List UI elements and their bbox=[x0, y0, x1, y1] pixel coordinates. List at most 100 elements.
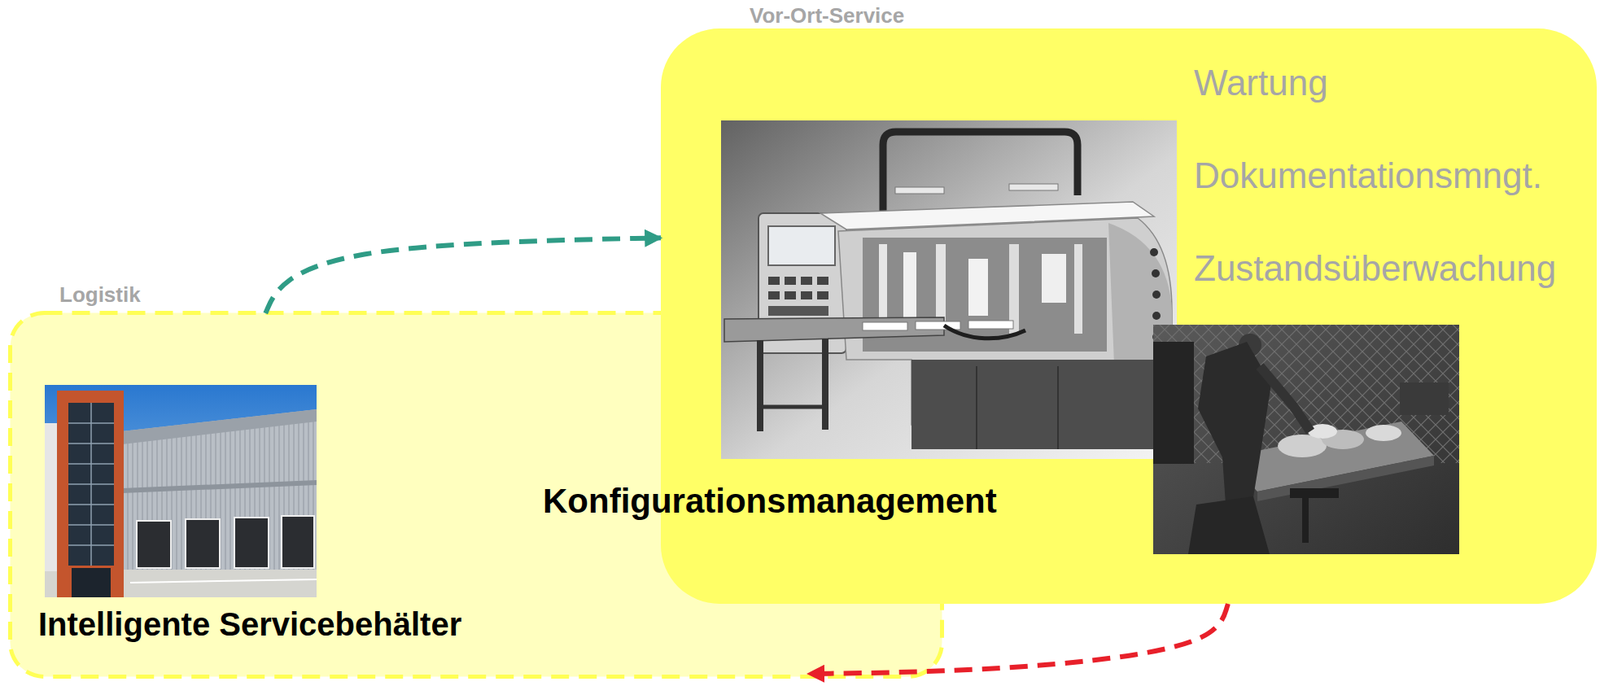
machine-photo-part bbox=[862, 322, 908, 331]
warehouse-photo-part bbox=[68, 503, 114, 506]
machine-photo-part bbox=[878, 244, 888, 334]
text-slot: Intelligente Servicebehälter bbox=[38, 605, 462, 643]
warehouse-photo-part bbox=[68, 483, 114, 486]
warehouse-photo-part bbox=[68, 422, 114, 425]
machine-photo-part bbox=[1057, 366, 1059, 450]
warehouse-photo-part bbox=[44, 384, 317, 598]
service-item: Zustandsüberwachung bbox=[1193, 248, 1557, 290]
worker-photo-part bbox=[1188, 496, 1270, 555]
machine-photo-part bbox=[968, 258, 988, 316]
machine-photo-part bbox=[895, 187, 945, 194]
machine-photo-part bbox=[756, 340, 764, 432]
worker-photo-part bbox=[1321, 429, 1364, 450]
machine-photo bbox=[721, 120, 1177, 460]
machine-photo-part bbox=[721, 120, 1177, 460]
warehouse-photo bbox=[44, 384, 317, 598]
machine-photo-part bbox=[817, 291, 829, 300]
text-slot: Konfigurationsmanagement bbox=[542, 481, 997, 521]
worker-photo-part bbox=[1307, 424, 1338, 439]
machine-photo-part bbox=[1151, 269, 1160, 278]
text-slot: Dokumentationsmngt. bbox=[1193, 155, 1543, 197]
warehouse-photo-part bbox=[68, 524, 114, 526]
machine-photo-part bbox=[784, 291, 796, 300]
topic-label: Konfigurationsmanagement bbox=[542, 481, 997, 521]
worker-photo-part bbox=[1197, 341, 1272, 528]
worker-photo-part bbox=[1399, 382, 1449, 416]
machine-photo-part bbox=[883, 131, 1078, 222]
worker-photo-part bbox=[1259, 366, 1311, 432]
machine-photo-part bbox=[1152, 290, 1161, 299]
text-slot: Logistik bbox=[59, 283, 141, 308]
machine-photo-part bbox=[784, 276, 796, 285]
warehouse-photo-part bbox=[71, 568, 111, 598]
machine-photo-part bbox=[968, 320, 1014, 329]
region-heading: Vor-Ort-Service bbox=[749, 4, 905, 29]
warehouse-photo-part bbox=[122, 409, 317, 445]
warehouse-photo-part bbox=[136, 520, 171, 569]
warehouse-photo-part bbox=[68, 402, 114, 566]
region-heading: Logistik bbox=[59, 283, 141, 308]
machine-photo-part bbox=[821, 338, 829, 430]
warehouse-photo-part bbox=[122, 409, 317, 572]
worker-photo-part bbox=[1224, 421, 1434, 492]
machine-photo-part bbox=[911, 359, 1172, 450]
machine-photo-part bbox=[846, 218, 884, 225]
machine-photo-part bbox=[862, 237, 1107, 352]
warehouse-photo-part bbox=[44, 569, 317, 598]
machine-photo-part bbox=[1152, 332, 1161, 341]
machine-photo-part bbox=[935, 244, 946, 326]
worker-photo-part bbox=[1153, 324, 1460, 464]
dashed-arrow bbox=[808, 603, 1229, 674]
warehouse-photo-part bbox=[234, 517, 269, 569]
machine-photo-part bbox=[724, 317, 945, 342]
service-item: Dokumentationsmngt. bbox=[1193, 155, 1543, 197]
worker-photo-part bbox=[1289, 488, 1339, 499]
worker-photo bbox=[1153, 324, 1460, 555]
worker-photo-part bbox=[1257, 455, 1434, 502]
worker-photo-part bbox=[1277, 434, 1327, 458]
worker-photo-part bbox=[1238, 333, 1262, 357]
text-slot: Zustandsüberwachung bbox=[1193, 248, 1557, 290]
worker-photo-part bbox=[1302, 498, 1309, 543]
service-item: Wartung bbox=[1193, 62, 1329, 105]
dashed-arrow bbox=[265, 237, 661, 314]
machine-photo-part bbox=[1108, 222, 1172, 425]
machine-photo-part bbox=[758, 213, 847, 354]
worker-photo-part bbox=[1365, 424, 1402, 442]
machine-photo-part bbox=[756, 405, 829, 410]
machine-photo-part bbox=[1074, 244, 1083, 334]
warehouse-photo-part bbox=[44, 423, 60, 572]
machine-photo-part bbox=[768, 291, 780, 300]
machine-photo-part bbox=[1152, 311, 1161, 320]
machine-photo-part bbox=[768, 276, 780, 285]
machine-photo-part bbox=[903, 252, 917, 326]
region-title: Intelligente Servicebehälter bbox=[38, 605, 462, 643]
warehouse-photo-part bbox=[130, 579, 317, 583]
machine-photo-part bbox=[800, 291, 813, 300]
warehouse-photo-part bbox=[56, 390, 124, 598]
machine-photo-part bbox=[944, 325, 1026, 339]
warehouse-photo-part bbox=[68, 544, 114, 547]
warehouse-photo-part bbox=[68, 442, 114, 445]
warehouse-photo-part bbox=[90, 402, 92, 566]
machine-photo-part bbox=[1149, 248, 1159, 257]
machine-photo-part bbox=[817, 276, 829, 285]
warehouse-photo-part bbox=[281, 515, 315, 569]
machine-photo-part bbox=[820, 201, 1155, 230]
text-slot: Wartung bbox=[1193, 62, 1329, 105]
warehouse-photo-part bbox=[122, 480, 317, 494]
machine-photo-part bbox=[975, 366, 978, 450]
machine-photo-part bbox=[768, 226, 835, 266]
machine-photo-part bbox=[800, 276, 813, 285]
text-slot: Vor-Ort-Service bbox=[749, 4, 905, 29]
machine-photo-part bbox=[915, 321, 961, 330]
machine-photo-part bbox=[768, 306, 829, 316]
worker-photo-part bbox=[1153, 324, 1460, 555]
warehouse-photo-part bbox=[68, 463, 114, 465]
machine-photo-part bbox=[1009, 244, 1019, 334]
